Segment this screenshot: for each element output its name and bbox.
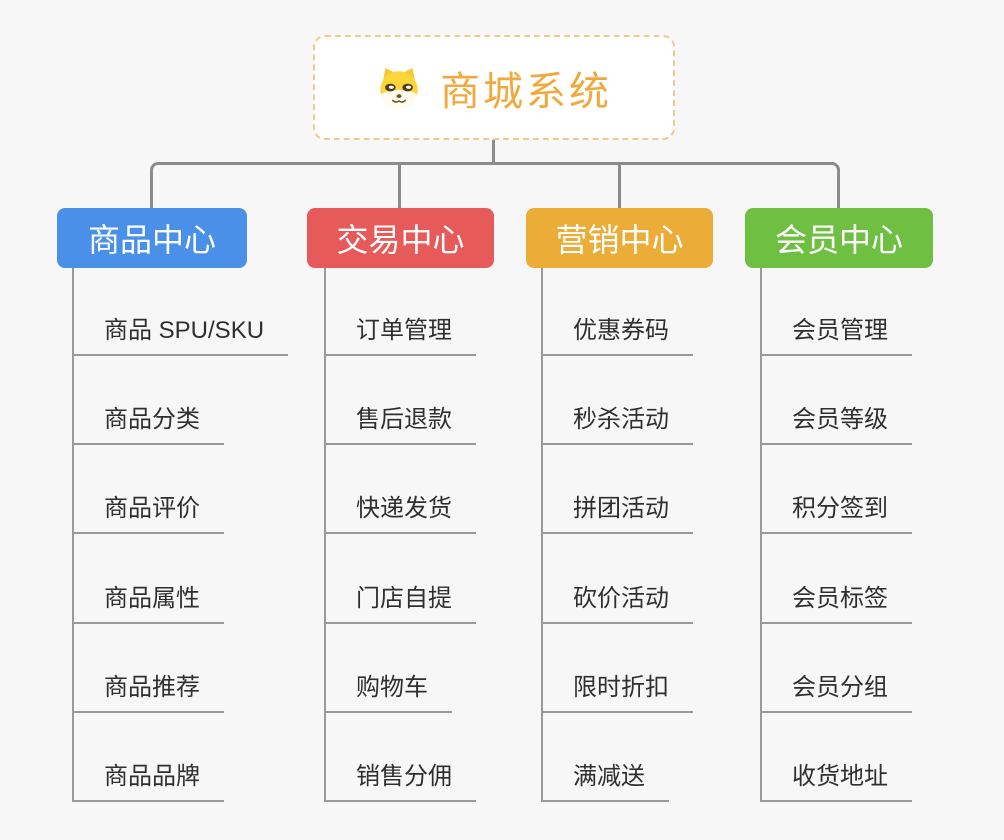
leaf-item[interactable]: 积分签到 bbox=[760, 494, 912, 534]
leaf-item[interactable]: 快递发货 bbox=[324, 494, 476, 534]
branch-connector-drop bbox=[618, 164, 621, 208]
leaf-item[interactable]: 商品评价 bbox=[72, 494, 224, 534]
trunk-line bbox=[72, 268, 74, 800]
leaf-item[interactable]: 砍价活动 bbox=[541, 584, 693, 624]
leaf-item[interactable]: 会员分组 bbox=[760, 673, 912, 713]
leaf-item[interactable]: 售后退款 bbox=[324, 405, 476, 445]
root-node[interactable]: 商城系统 bbox=[313, 35, 675, 140]
trunk-line bbox=[541, 268, 543, 800]
leaf-item[interactable]: 商品分类 bbox=[72, 405, 224, 445]
leaf-item[interactable]: 拼团活动 bbox=[541, 494, 693, 534]
leaf-item[interactable]: 订单管理 bbox=[324, 316, 476, 356]
shiba-dog-icon bbox=[376, 65, 422, 111]
leaf-item[interactable]: 商品推荐 bbox=[72, 673, 224, 713]
root-connector-stem bbox=[492, 140, 495, 164]
trunk-line bbox=[324, 268, 326, 800]
branch-node-product-center[interactable]: 商品中心 bbox=[57, 208, 247, 268]
leaf-item[interactable]: 商品属性 bbox=[72, 584, 224, 624]
leaf-item[interactable]: 门店自提 bbox=[324, 584, 476, 624]
leaf-item[interactable]: 会员管理 bbox=[760, 316, 912, 356]
leaf-item[interactable]: 优惠券码 bbox=[541, 316, 693, 356]
leaf-item[interactable]: 商品品牌 bbox=[72, 762, 224, 802]
leaf-item[interactable]: 销售分佣 bbox=[324, 762, 476, 802]
root-title: 商城系统 bbox=[440, 69, 612, 114]
leaf-item[interactable]: 购物车 bbox=[324, 673, 452, 713]
leaf-item[interactable]: 会员标签 bbox=[760, 584, 912, 624]
leaf-item[interactable]: 会员等级 bbox=[760, 405, 912, 445]
leaf-item[interactable]: 满减送 bbox=[541, 762, 669, 802]
branch-node-marketing-center[interactable]: 营销中心 bbox=[526, 208, 713, 268]
branch-node-trade-center[interactable]: 交易中心 bbox=[307, 208, 494, 268]
branch-connector-bus bbox=[150, 162, 840, 208]
leaf-item[interactable]: 商品 SPU/SKU bbox=[72, 316, 289, 356]
leaf-item[interactable]: 限时折扣 bbox=[541, 673, 693, 713]
leaf-item[interactable]: 收货地址 bbox=[760, 762, 912, 802]
branch-node-member-center[interactable]: 会员中心 bbox=[745, 208, 933, 268]
trunk-line bbox=[760, 268, 762, 800]
leaf-item[interactable]: 秒杀活动 bbox=[541, 405, 693, 445]
branch-connector-drop bbox=[398, 164, 401, 208]
